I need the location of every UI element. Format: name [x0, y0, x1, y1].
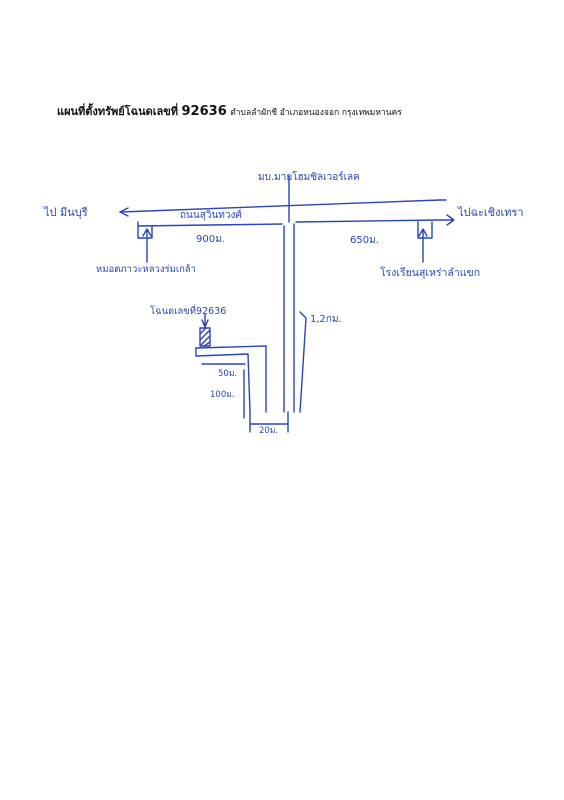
- dist-left-label: 900ม.: [196, 234, 225, 245]
- parcel-hatch: [199, 327, 211, 347]
- dist-right-label: 650ม.: [350, 235, 379, 246]
- left-landmark-arrow-icon: [142, 228, 152, 263]
- main-road-label: ถนนสุวินทวงศ์: [180, 209, 242, 221]
- dist-20-label: 20ม.: [259, 426, 278, 436]
- left-landmark-box: [137, 221, 153, 239]
- parcel-arrow-icon: [201, 313, 209, 328]
- branch-road-top: [195, 345, 267, 349]
- page-title: แผนที่ตั้งทรัพย์โฉนดเลขที่ 92636 ตำบลลำผ…: [57, 102, 402, 120]
- soi-distance-bracket: [299, 311, 307, 413]
- landmark-left-label: หมอตภาวะหลวงร่มเกล้า: [96, 264, 196, 275]
- main-road-top-edge: [119, 199, 441, 213]
- title-prefix: แผนที่ตั้งทรัพย์โฉนดเลขที่: [57, 105, 179, 118]
- to-left-label: ไป มีนบุรี: [43, 206, 88, 219]
- dist-100-label: 100ม.: [210, 390, 235, 400]
- title-location: ตำบลลำผักชี อำเภอหนองจอก กรุงเทพมหานคร: [230, 108, 402, 118]
- title-deed-number: 92636: [181, 104, 227, 119]
- arrow-right-icon: [437, 214, 455, 226]
- landmark-right-label: โรงเรียนสุเหร่าลำแขก: [380, 266, 480, 279]
- dim-20m-bracket: [249, 411, 289, 433]
- arrow-left-icon: [119, 207, 129, 217]
- right-landmark-box: [417, 221, 433, 239]
- parcel-label: โฉนดเลขที่92636: [150, 304, 226, 317]
- main-road-bottom-edge-right: [295, 219, 439, 223]
- main-road-bottom-edge-left: [137, 223, 283, 227]
- soi-distance-label: 1,2กม.: [310, 314, 342, 325]
- dist-50-label: 50ม.: [218, 369, 237, 379]
- right-landmark-arrow-icon: [418, 228, 428, 263]
- branch-road-bottom: [195, 353, 251, 413]
- to-right-label: ไปฉะเชิงเทรา: [457, 206, 524, 219]
- village-label: มบ.มายโฮมซิลเวอร์เลค: [258, 170, 360, 183]
